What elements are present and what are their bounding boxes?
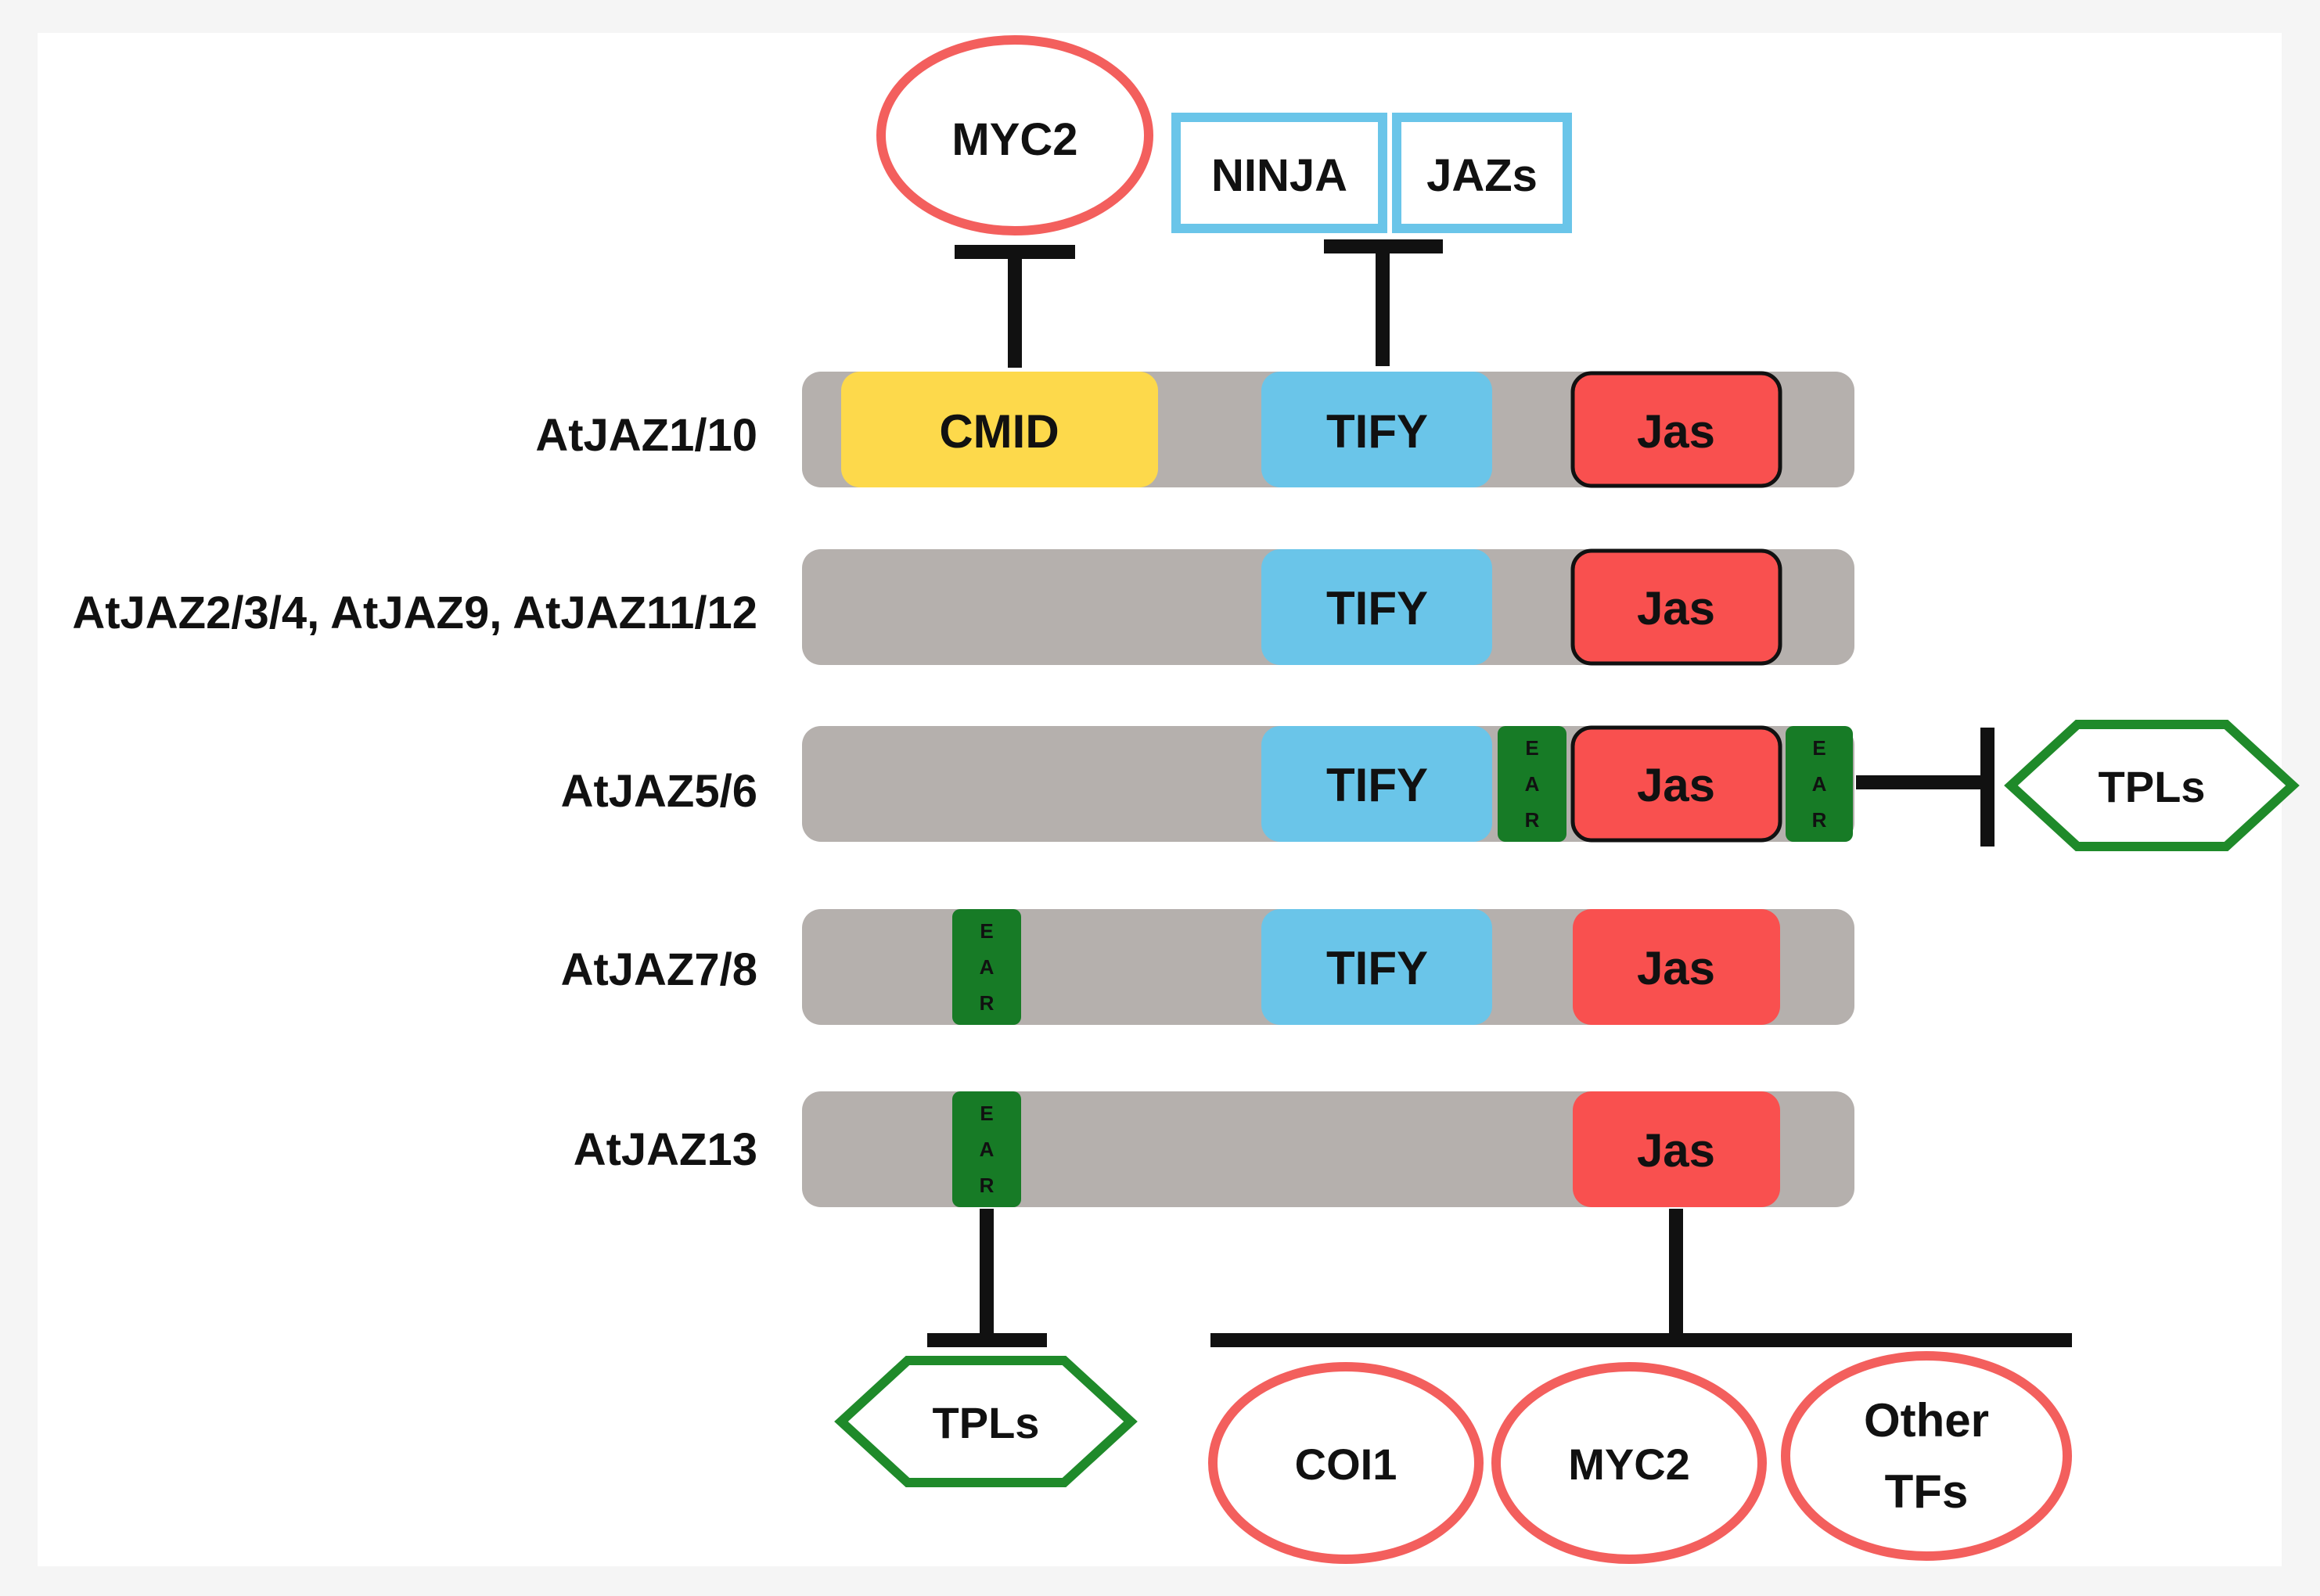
jas-binding-connector bbox=[1210, 1209, 2072, 1347]
protein-row-jaz1-10: AtJAZ1/10 CMID TIFY Jas bbox=[535, 371, 1854, 488]
ninja-label: NINJA bbox=[1211, 150, 1347, 201]
ear-letter-a: A bbox=[980, 955, 995, 979]
ear-motif-box bbox=[952, 1091, 1021, 1207]
jas-domain bbox=[1573, 909, 1780, 1025]
ear-letter-e: E bbox=[1812, 736, 1825, 760]
top-myc2-label: MYC2 bbox=[951, 114, 1077, 165]
ninja-jazs-inhibition bbox=[1324, 239, 1443, 366]
protein-label: AtJAZ5/6 bbox=[561, 766, 757, 817]
ninja-box bbox=[1171, 113, 1387, 233]
jas-label: Jas bbox=[1637, 582, 1715, 634]
ear-motif-box bbox=[1498, 726, 1566, 842]
jas-domain bbox=[1570, 371, 1782, 488]
ear-letter-a: A bbox=[1812, 772, 1827, 796]
tify-label: TIFY bbox=[1326, 582, 1428, 634]
protein-label: AtJAZ2/3/4, AtJAZ9, AtJAZ11/12 bbox=[72, 588, 757, 638]
cmid-label: CMID bbox=[939, 405, 1059, 458]
tify-domain bbox=[1261, 909, 1492, 1025]
ear-letter-e: E bbox=[1525, 736, 1538, 760]
jas-domain bbox=[1570, 725, 1782, 843]
jazs-box bbox=[1392, 113, 1572, 233]
ear-letter-r: R bbox=[980, 1174, 995, 1197]
tpls-bottom-partner: TPLs bbox=[834, 1356, 1138, 1487]
jas-label: Jas bbox=[1637, 942, 1715, 994]
jazs-label: JAZs bbox=[1426, 150, 1538, 201]
ear-letter-r: R bbox=[980, 991, 995, 1015]
ear-motif-left: E A R bbox=[1498, 726, 1566, 842]
bottom-myc2-ellipse bbox=[1491, 1362, 1767, 1564]
coi1-ellipse bbox=[1208, 1362, 1484, 1564]
ear-letter-a: A bbox=[1525, 772, 1540, 796]
top-myc2-ellipse bbox=[876, 35, 1153, 235]
ear-motif-box bbox=[1786, 726, 1853, 842]
jas-label: Jas bbox=[1637, 1124, 1715, 1177]
jas-label: Jas bbox=[1637, 405, 1715, 458]
bottom-myc2-partner: MYC2 bbox=[1491, 1362, 1767, 1564]
coi1-label: COI1 bbox=[1295, 1440, 1397, 1489]
tpls-right-label: TPLs bbox=[2099, 762, 2206, 811]
top-myc2-inhibition bbox=[955, 245, 1075, 368]
ear-motif-right: E A R bbox=[1786, 726, 1853, 842]
tify-domain bbox=[1261, 549, 1492, 665]
protein-label: AtJAZ7/8 bbox=[561, 944, 757, 995]
ear-motif: E A R bbox=[952, 909, 1021, 1025]
other-tfs-label-line1: Other bbox=[1864, 1394, 1989, 1447]
ear-motif: E A R bbox=[952, 1091, 1021, 1207]
protein-row-jaz13: AtJAZ13 E A R Jas bbox=[574, 1091, 1854, 1207]
ear-letter-e: E bbox=[980, 1102, 993, 1125]
jas-domain bbox=[1573, 1091, 1780, 1207]
tpls-right-inhibition bbox=[1856, 728, 1994, 847]
protein-label: AtJAZ1/10 bbox=[535, 410, 757, 461]
other-tfs-label-line2: TFs bbox=[1885, 1465, 1969, 1518]
ninja-partner: NINJA bbox=[1171, 113, 1387, 233]
other-tfs-partner: Other TFs bbox=[1781, 1351, 2072, 1561]
jazs-partner: JAZs bbox=[1392, 113, 1572, 233]
tify-domain bbox=[1261, 372, 1492, 487]
jas-label: Jas bbox=[1637, 759, 1715, 811]
protein-label: AtJAZ13 bbox=[574, 1124, 757, 1175]
tpls-bottom-inhibition bbox=[927, 1209, 1047, 1347]
ear-letter-a: A bbox=[980, 1138, 995, 1161]
ear-letter-e: E bbox=[980, 919, 993, 943]
bottom-myc2-label: MYC2 bbox=[1568, 1440, 1690, 1489]
other-tfs-ellipse bbox=[1781, 1351, 2072, 1561]
tify-label: TIFY bbox=[1326, 942, 1428, 994]
coi1-partner: COI1 bbox=[1208, 1362, 1484, 1564]
protein-row-jaz2-3-4-9-11-12: AtJAZ2/3/4, AtJAZ9, AtJAZ11/12 TIFY Jas bbox=[72, 548, 1854, 666]
tpls-bottom-label: TPLs bbox=[933, 1398, 1040, 1447]
cmid-domain bbox=[841, 372, 1158, 487]
jas-domain bbox=[1570, 548, 1782, 666]
ear-letter-r: R bbox=[1812, 808, 1827, 832]
tify-label: TIFY bbox=[1326, 759, 1428, 811]
tpls-bottom-hexagon bbox=[834, 1356, 1138, 1487]
protein-row-jaz5-6: AtJAZ5/6 TIFY E A R Jas E A R TPLs bbox=[561, 720, 2300, 851]
ear-motif-box bbox=[952, 909, 1021, 1025]
tify-label: TIFY bbox=[1326, 405, 1428, 458]
protein-row-jaz7-8: AtJAZ7/8 E A R TIFY Jas bbox=[561, 909, 1854, 1025]
ear-letter-r: R bbox=[1525, 808, 1540, 832]
top-myc2-partner: MYC2 bbox=[876, 35, 1153, 235]
tpls-right-hexagon bbox=[2004, 720, 2300, 851]
tpls-right-partner: TPLs bbox=[2004, 720, 2300, 851]
tify-domain bbox=[1261, 726, 1492, 842]
